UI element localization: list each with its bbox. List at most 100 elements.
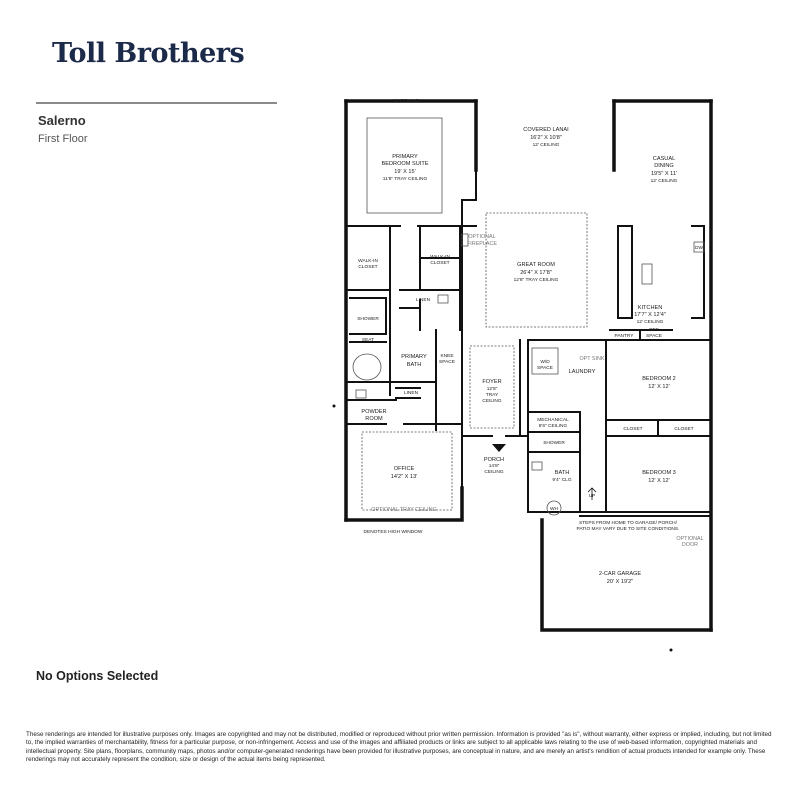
office-dims: 14'2" X 13' [391,474,418,480]
ref-line2: SPACE [646,333,662,339]
bath-walls [527,339,607,513]
primary-bath-line1: PRIMARY [401,354,427,360]
walkin-right-line1: WALK-IN [430,254,450,260]
mech-line2: 8'6" CEILING [539,423,568,429]
shower-wall [349,297,387,335]
wd-line1: W/D [540,359,550,365]
mech-line1: MECHANICAL [537,417,569,423]
steps-line2: PATIO MAY VARY DUE TO SITE CONDITIONS. [577,526,680,532]
wd-box [531,347,559,375]
bedroom2-dims: 12' X 12' [648,384,669,390]
seat-label: SEAT [362,337,374,343]
shower-bath: SHOWER [543,440,565,446]
foyer-ceiling1: 12'8" [487,386,498,392]
lanai-walls [474,99,616,172]
bath-ceiling: 9'4" CLG [552,477,571,483]
walkin-right-line2: CLOSET [430,260,449,266]
bathtub [352,353,382,381]
closet-walls [389,225,461,396]
primary-dims: 19' X 15' [394,169,415,175]
pantry-label: PANTRY [614,333,634,339]
kitchen-counter [691,225,705,319]
header-divider [36,102,277,104]
kitchen-dims: 17'7" X 12'4" [634,312,666,318]
kitchen-island [617,225,633,319]
exterior-wall-south-office [344,486,464,522]
great-room-ceiling: 12'8" TRAY CEILING [514,277,559,283]
wd-line2: SPACE [537,365,553,371]
opt-sink: OPT SINK [579,356,604,362]
office-name: OFFICE [394,466,415,472]
high-window-marker [332,404,336,408]
closet-left: CLOSET [623,426,642,432]
fireplace-line1: OPTIONAL [468,234,495,240]
great-room-dims: 26'4" X 17'8" [520,270,552,276]
dining-dims: 19'5" X 11' [651,171,677,177]
brand-logo: Toll Brothers [52,38,245,69]
linen-lower: LINEN [404,390,419,396]
up-label: UP [589,493,596,499]
shower-primary: SHOWER [357,316,379,322]
bedroom3-name: BEDROOM 3 [642,470,676,476]
bedroom3-dims: 12' X 12' [648,478,669,484]
bath-name: BATH [555,470,570,476]
primary-name1: PRIMARY [392,154,418,160]
linen-upper [399,289,421,309]
exterior-wall-garage [540,518,713,632]
kitchen-ceiling: 12' CEILING [637,319,664,325]
porch-name: PORCH [484,457,504,463]
great-room-tray [485,212,588,328]
fireplace-line2: FIREPLACE [467,241,497,247]
high-window-note: DENOTES HIGH WINDOW [364,529,423,535]
linen-upper: LINEN [416,297,431,303]
foyer-tray [469,345,515,429]
linen-lower [395,387,421,399]
toilet-3 [531,461,543,471]
garage-marker [669,648,673,652]
options-status: No Options Selected [36,669,159,683]
laundry-label: LAUNDRY [569,369,596,375]
pantry-wall [609,329,673,341]
kitchen-name: KITCHEN [638,305,663,311]
office-ceiling-note: OPTIONAL TRAY CEILING [371,507,436,513]
dw-label: DW [695,245,703,251]
disclaimer: These renderings are intended for illust… [26,731,772,764]
ref-line1: REF [649,327,659,333]
bath-wall [345,329,437,431]
range [641,263,653,285]
lanai-ceiling: 12' CEILING [533,142,560,148]
porch-ceiling1: 14'8" [489,463,500,469]
wh-circle [546,500,562,516]
laundry-walls [527,339,611,513]
dining-ceiling: 12' CEILING [651,178,678,184]
fireplace [461,233,469,247]
primary-tray [366,117,443,214]
powder-wall [345,399,463,425]
foyer-ceiling3: CEILING [482,398,501,404]
knee-line2: SPACE [439,359,455,365]
powder-line1: POWDER [361,409,386,415]
garage-dims: 20' X 19'2" [607,579,634,585]
dining-name1: CASUAL [653,156,675,162]
up-arrow [587,487,597,500]
foyer-ceiling2: TRAY [486,392,499,398]
walkin-right [419,257,461,291]
steps-line1: STEPS FROM HOME TO GARAGE/ PORCH/ [579,520,678,526]
bedroom2-name: BEDROOM 2 [642,376,676,382]
optional-door-line2: DOOR [682,542,698,548]
powder-line2: ROOM [365,416,383,422]
toilet-2 [355,389,367,399]
foyer-name: FOYER [482,379,501,385]
plan-name: Salerno [38,113,86,128]
porch-arrow [492,444,506,452]
dw-box [693,241,705,253]
garage-name: 2-CAR GARAGE [599,571,642,577]
porch-ceiling2: CEILING [484,469,503,475]
knee-line1: KNEE [440,353,453,359]
optional-door-line1: OPTIONAL [676,536,703,542]
floor-name: First Floor [38,133,88,145]
primary-suite-wall [345,169,477,227]
lanai-name: COVERED LANAI [523,127,569,133]
primary-ceiling: 11'8" TRAY CEILING [383,176,428,182]
primary-ceiling-note: 11' CEILING [393,98,420,104]
